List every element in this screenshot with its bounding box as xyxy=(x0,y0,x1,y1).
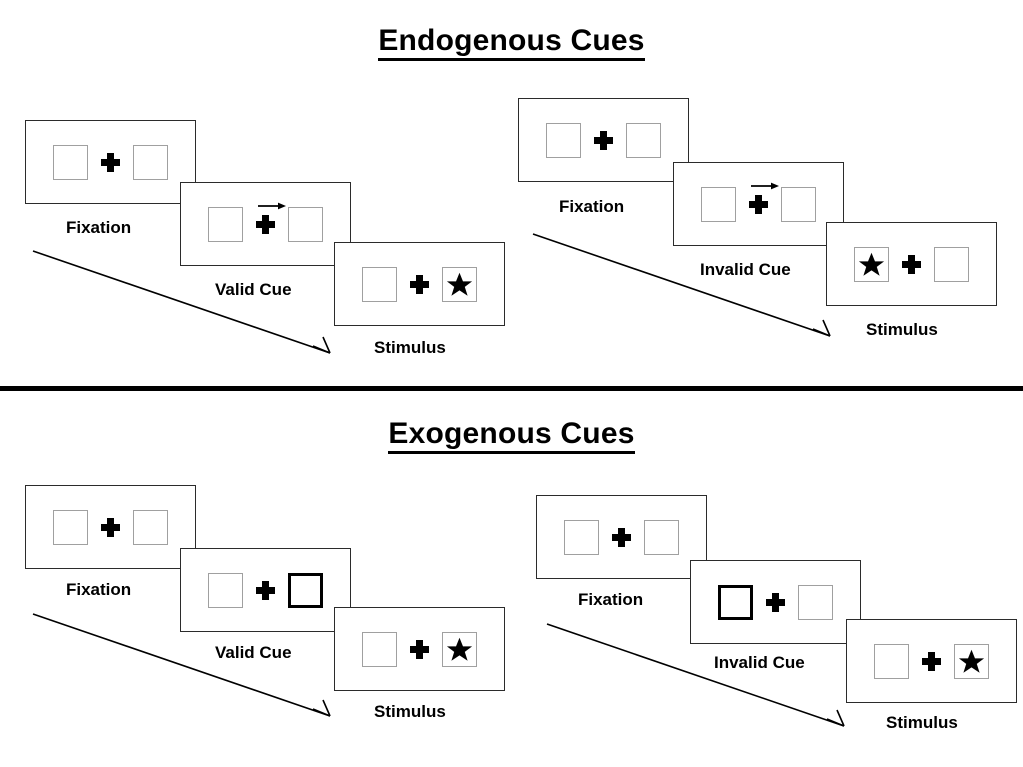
frame-content xyxy=(691,561,860,643)
fixation-cross-icon xyxy=(612,527,631,547)
left-placeholder-box xyxy=(546,122,581,158)
left-placeholder-box xyxy=(53,509,88,545)
trial-frame-invalid-cue xyxy=(690,560,861,644)
left-target-box xyxy=(854,246,889,282)
frame-content xyxy=(181,183,350,265)
frame-content xyxy=(674,163,843,245)
section-title-endogenous: Endogenous Cues xyxy=(0,24,1023,61)
right-placeholder-box xyxy=(781,186,816,222)
left-placeholder-box xyxy=(701,186,736,222)
frame-content xyxy=(847,620,1016,702)
frame-content xyxy=(181,549,350,631)
trial-frame-fixation xyxy=(518,98,689,182)
time-flow-arrow-icon xyxy=(546,623,845,727)
stage-label-invalid-cue: Invalid Cue xyxy=(714,653,805,672)
left-placeholder-box xyxy=(874,643,909,679)
time-flow-arrow-icon xyxy=(32,613,331,717)
right-target-box xyxy=(442,631,477,667)
fixation-cross-icon xyxy=(410,274,429,294)
stage-label-fixation: Fixation xyxy=(559,197,625,216)
left-placeholder-box xyxy=(362,631,397,667)
fixation-cross-icon xyxy=(256,580,275,600)
right-placeholder-box xyxy=(798,584,833,620)
stage-label-valid-cue: Valid Cue xyxy=(215,280,292,299)
frame-content xyxy=(827,223,996,305)
trial-frame-stimulus xyxy=(826,222,997,306)
section-divider xyxy=(0,386,1023,391)
trial-frame-invalid-cue xyxy=(673,162,844,246)
frame-content xyxy=(26,486,195,568)
stage-label-stimulus: Stimulus xyxy=(374,702,446,721)
fixation-cross-icon xyxy=(410,639,429,659)
left-placeholder-box xyxy=(564,519,599,555)
fixation-cross-icon xyxy=(594,130,613,150)
stage-label-stimulus: Stimulus xyxy=(866,320,938,339)
stage-label-fixation: Fixation xyxy=(66,580,132,599)
trial-frame-fixation xyxy=(536,495,707,579)
right-placeholder-box xyxy=(934,246,969,282)
central-cue-group xyxy=(256,202,286,234)
time-flow-arrow-icon xyxy=(532,233,831,337)
section-title-endogenous-text: Endogenous Cues xyxy=(378,24,645,61)
trial-frame-fixation xyxy=(25,485,196,569)
trial-frame-fixation xyxy=(25,120,196,204)
stage-label-stimulus: Stimulus xyxy=(886,713,958,732)
stage-label-fixation: Fixation xyxy=(66,218,132,237)
left-placeholder-box xyxy=(362,266,397,302)
right-placeholder-box xyxy=(626,122,661,158)
fixation-cross-icon xyxy=(256,214,275,234)
section-title-exogenous: Exogenous Cues xyxy=(0,417,1023,454)
left-placeholder-box xyxy=(208,572,243,608)
trial-frame-valid-cue xyxy=(180,182,351,266)
right-target-box xyxy=(442,266,477,302)
right-placeholder-box xyxy=(133,509,168,545)
trial-frame-stimulus xyxy=(334,607,505,691)
right-placeholder-box xyxy=(133,144,168,180)
frame-content xyxy=(537,496,706,578)
left-placeholder-box xyxy=(208,206,243,242)
right-placeholder-box xyxy=(288,206,323,242)
section-title-exogenous-text: Exogenous Cues xyxy=(388,417,635,454)
fixation-cross-icon xyxy=(766,592,785,612)
frame-content xyxy=(519,99,688,181)
time-flow-arrow-icon xyxy=(32,250,331,354)
star-target-icon xyxy=(446,272,473,296)
trial-frame-stimulus xyxy=(334,242,505,326)
frame-content xyxy=(26,121,195,203)
central-cue-group xyxy=(749,182,779,214)
fixation-cross-icon xyxy=(101,517,120,537)
right-placeholder-box xyxy=(644,519,679,555)
star-target-icon xyxy=(958,649,985,673)
frame-content xyxy=(335,608,504,690)
fixation-cross-icon xyxy=(902,254,921,274)
stage-label-stimulus: Stimulus xyxy=(374,338,446,357)
right-target-box xyxy=(954,643,989,679)
fixation-cross-icon xyxy=(101,152,120,172)
trial-frame-stimulus xyxy=(846,619,1017,703)
left-cued-box xyxy=(718,584,753,620)
right-cued-box xyxy=(288,572,323,608)
star-target-icon xyxy=(858,252,885,276)
trial-frame-valid-cue xyxy=(180,548,351,632)
stage-label-fixation: Fixation xyxy=(578,590,644,609)
left-placeholder-box xyxy=(53,144,88,180)
fixation-cross-icon xyxy=(922,651,941,671)
star-target-icon xyxy=(446,637,473,661)
fixation-cross-icon xyxy=(749,194,768,214)
frame-content xyxy=(335,243,504,325)
stage-label-valid-cue: Valid Cue xyxy=(215,643,292,662)
right-arrow-cue-icon xyxy=(751,182,779,189)
stage-label-invalid-cue: Invalid Cue xyxy=(700,260,791,279)
right-arrow-cue-icon xyxy=(258,202,286,209)
